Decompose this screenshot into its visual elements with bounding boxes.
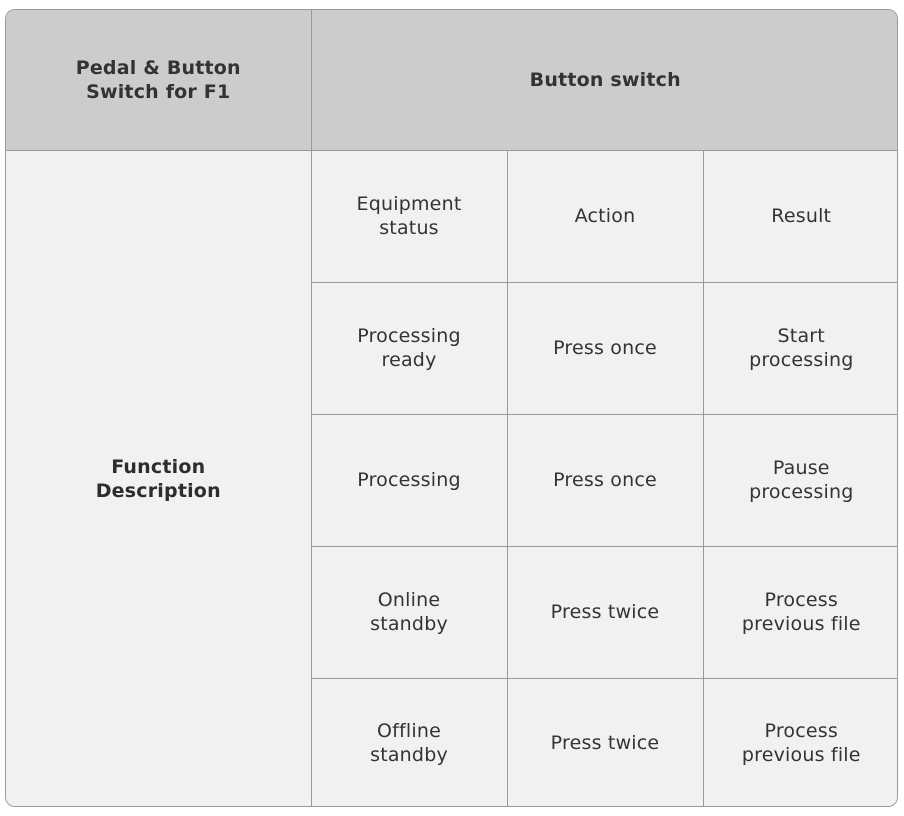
cell-status: Processing ready <box>357 325 461 371</box>
row-label-cell: Function Description <box>6 149 312 806</box>
cell-action: Press twice <box>550 732 660 755</box>
cell-result: Process previous file <box>741 589 861 635</box>
table-cell: Process previous file <box>702 545 897 679</box>
table-row: Function Description Equipment status Ac… <box>6 149 897 806</box>
table-cell: Result <box>702 149 897 283</box>
table-cell: Offline standby <box>311 677 508 806</box>
cell-status: Online standby <box>370 589 448 635</box>
table-header-row: Pedal & Button Switch for F1 Button swit… <box>6 10 897 151</box>
table-cell: Press once <box>506 413 704 547</box>
cell-result: Pause processing <box>749 457 854 503</box>
cell-result: Process previous file <box>741 720 861 767</box>
table-cell: Press once <box>506 281 704 415</box>
corner-header-cell: Pedal & Button Switch for F1 <box>6 10 312 151</box>
cell-result-header: Result <box>771 205 832 227</box>
table-cell: Start processing <box>702 281 897 415</box>
table-cell: Press twice <box>506 677 704 806</box>
cell-action: Press once <box>553 469 657 491</box>
cell-equipment-status-header: Equipment status <box>356 193 462 239</box>
table-row: Offline standby Press twice Process prev… <box>6 677 897 806</box>
corner-header-text: Pedal & Button Switch for F1 <box>75 56 241 103</box>
table-cell: Process previous file <box>702 677 897 806</box>
column-header-cell: Button switch <box>310 10 897 151</box>
table-cell: Pause processing <box>702 413 897 547</box>
table-row: Online standby Press twice Process previ… <box>6 545 897 679</box>
function-table-container: Pedal & Button Switch for F1 Button swit… <box>5 9 898 807</box>
cell-result: Start processing <box>749 325 854 371</box>
table-cell: Online standby <box>311 545 508 679</box>
row-label-text: Function Description <box>95 456 221 502</box>
cell-status: Offline standby <box>370 720 448 767</box>
function-table: Pedal & Button Switch for F1 Button swit… <box>6 10 897 806</box>
table-row: Processing ready Press once Start proces… <box>6 281 897 415</box>
table-cell: Processing <box>311 413 508 547</box>
cell-action: Press once <box>553 337 657 359</box>
cell-action-header: Action <box>574 205 636 227</box>
table-cell: Action <box>506 149 704 283</box>
cell-action: Press twice <box>550 601 660 623</box>
table-cell: Press twice <box>506 545 704 679</box>
column-header-text: Button switch <box>529 68 681 91</box>
table-cell: Equipment status <box>310 149 508 283</box>
table-cell: Processing ready <box>311 281 508 415</box>
table-row: Processing Press once Pause processing <box>6 413 897 547</box>
cell-status: Processing <box>357 469 461 491</box>
